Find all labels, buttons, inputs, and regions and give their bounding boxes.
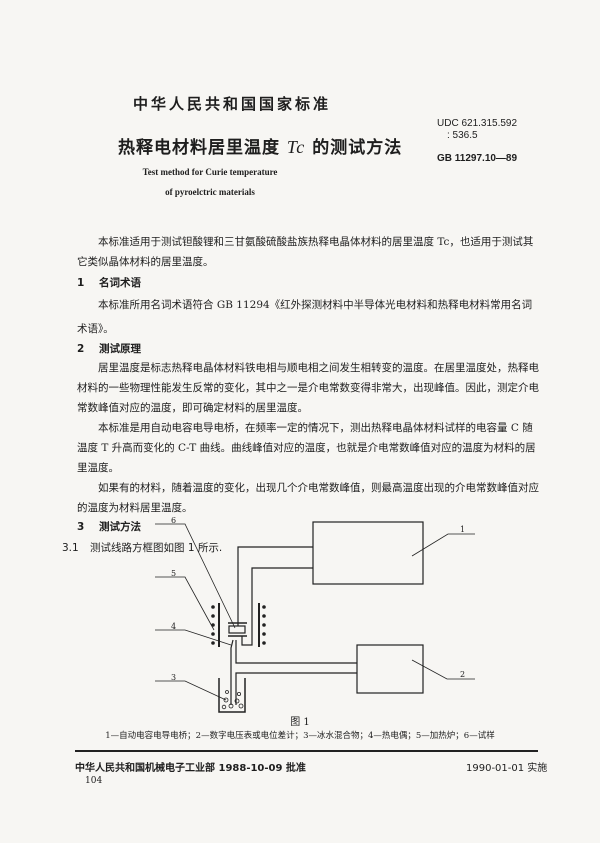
section-1-paragraph: 本标准所用名词术语符合 GB 11294《红外探测材料中半导体光电材料和热释电材… [77,299,533,335]
wire [237,546,313,626]
section-heading-2: 2 测试原理 [77,341,141,356]
subsection-text: 测试线路方框图如图 1 所示. [90,542,223,554]
figure-legend: 1—自动电容电导电桥；2—数字电压表或电位差计；3—冰水混合物；4—热电偶；5—… [105,731,495,741]
standard-type-heading: 中华人民共和国国家标准 [133,95,332,113]
thermocouple-wire [235,640,357,664]
udc-code: UDC 621.315.592 [437,118,518,129]
footer-divider [75,750,538,752]
section-heading-1: 1 名词术语 [77,275,141,290]
section-heading-3: 3 测试方法 [77,519,141,534]
title-prefix: 热释电材料居里温度 [118,138,280,158]
approval-text: 中华人民共和国机械电子工业部 1988-10-09 批准 [75,763,306,774]
subsection-3-1: 3.1 测试线路方框图如图 1 所示. [62,540,222,555]
section-2-paragraph-2: 本标准是用自动电容电导电桥，在频率一定的情况下，测出热释电晶体材料试样的电容量 … [77,422,536,474]
label-3: 3 [171,673,177,682]
label-6: 6 [171,516,177,525]
figure-caption: 图 1 [290,717,310,728]
sample [228,625,246,634]
section-number: 3 [77,521,85,533]
udc-code-cont: : 536.5 [447,130,478,141]
gb-number: GB 11297.10—89 [437,153,518,164]
ice-water-beaker [218,678,246,713]
title-suffix: 的测试方法 [312,138,403,158]
section-title: 名词术语 [99,277,141,289]
voltmeter-box-2 [356,644,424,694]
section-2-paragraph-1: 居里温度是标志热释电晶体材料铁电相与顺电相之间发生相转变的温度。在居里温度处，热… [77,362,539,414]
english-title-line1: Test method for Curie temperature [142,167,278,177]
section-number: 2 [77,343,85,355]
label-2: 2 [460,670,466,679]
section-title: 测试原理 [99,343,141,355]
heater-coils [211,605,266,645]
section-2-paragraph-3: 如果有的材料，随着温度的变化，出现几个介电常数峰值，则最高温度出现的介电常数峰值… [77,482,539,514]
thermocouple [230,639,234,705]
wire [241,567,313,646]
document-title: 热释电材料居里温度 Tc 的测试方法 [118,133,402,158]
label-4: 4 [171,622,177,631]
intro-paragraph: 本标准适用于测试钽酸锂和三甘氨酸硫酸盐族热释电晶体材料的居里温度 Tc，也适用于… [77,236,534,268]
bridge-box-1 [312,521,424,585]
section-title: 测试方法 [99,521,141,533]
effective-date: 1990-01-01 实施 [466,763,548,774]
title-symbol: Tc [286,137,306,157]
thermocouple-wire [235,672,357,705]
section-number: 1 [77,277,85,289]
english-title-line2: of pyroelctric materials [165,187,255,197]
label-5: 5 [171,569,177,578]
ice-pieces [221,690,244,710]
label-1: 1 [460,525,466,534]
subsection-number: 3.1 [62,542,79,554]
page-number: 104 [85,776,103,786]
